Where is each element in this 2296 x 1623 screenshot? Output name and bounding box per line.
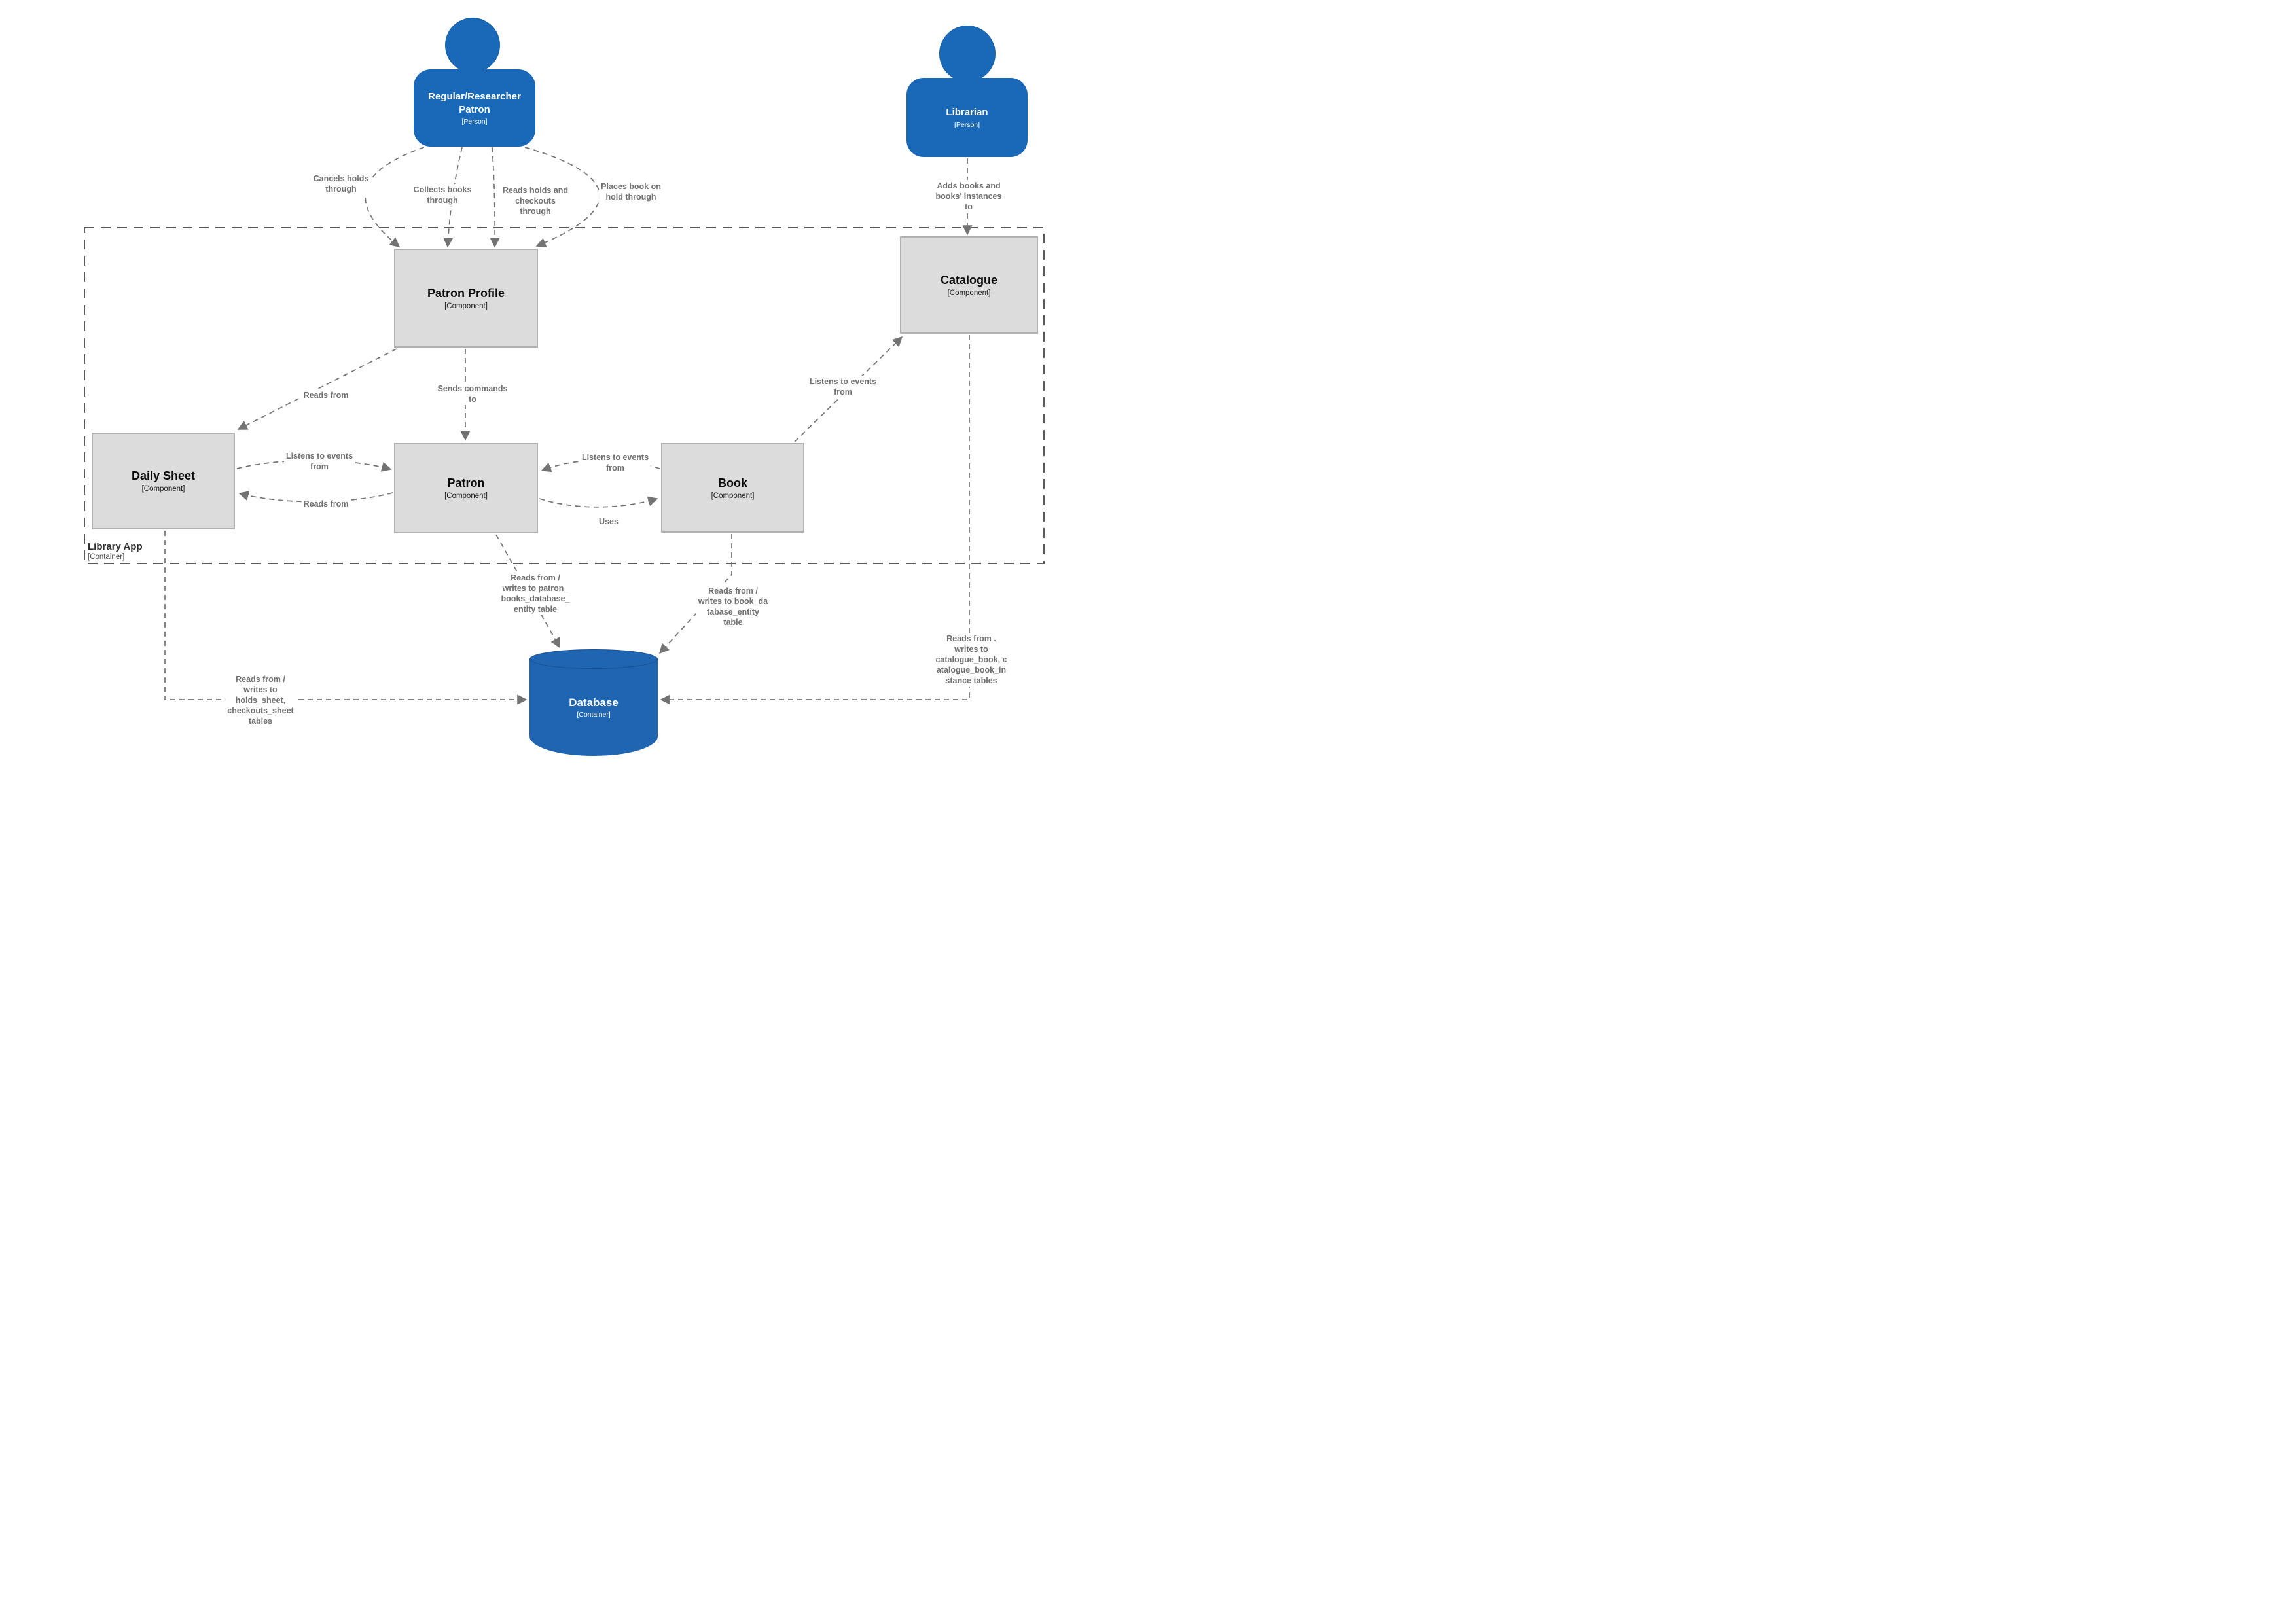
node-meta: [Container] (577, 711, 611, 719)
node-title: Patron Profile (427, 286, 505, 300)
node-meta: [Person] (461, 118, 488, 126)
edge-label-patron-db: Reads from / writes to patron_ books_dat… (499, 572, 572, 615)
node-meta: [Component] (141, 485, 185, 493)
node-meta: [Component] (444, 492, 488, 500)
edge-label-book-db: Reads from / writes to book_da tabase_en… (696, 585, 770, 628)
edge-label-book-listens-catalogue: Listens to events from (807, 376, 879, 398)
node-title: Regular/Researcher Patron (428, 91, 521, 115)
component-patron-profile[interactable]: Patron Profile [Component] (394, 249, 538, 348)
edge-label-sheet-reads: Reads from (301, 498, 351, 510)
edge-label-uses: Uses (597, 516, 620, 527)
edge-label-sheet-listens: Listens to events from (283, 450, 355, 473)
person-head-icon (445, 18, 500, 73)
edge-label-book-listens-patron: Listens to events from (579, 452, 651, 474)
edge-label-catalogue-db: Reads from . writes to catalogue_book, c… (933, 633, 1009, 687)
edge-sheet-db-line (164, 531, 528, 705)
edge-catalogue-db-line (660, 335, 970, 705)
node-meta: [Component] (444, 302, 488, 310)
boundary-title: Library App (88, 541, 143, 552)
boundary-label: Library App [Container] (88, 541, 143, 561)
edge-label-places-hold: Places book on hold through (599, 181, 663, 203)
node-title: Daily Sheet (131, 469, 196, 482)
edge-reads-holds-checkouts-line (490, 147, 500, 248)
edge-label-reads-holds-checkouts: Reads holds and checkouts through (500, 185, 571, 217)
edge-profile-reads-from-line (237, 348, 397, 430)
node-title: Database (569, 696, 619, 709)
edge-label-sends-commands: Sends commands to (435, 383, 510, 405)
edge-label-cancels-holds: Cancels holds through (311, 173, 371, 195)
component-patron[interactable]: Patron [Component] (394, 443, 538, 533)
edge-label-collects-books: Collects books through (411, 184, 474, 206)
person-librarian[interactable]: Librarian [Person] (906, 26, 1028, 157)
diagram-canvas: Regular/Researcher Patron [Person] Libra… (0, 0, 1148, 812)
component-daily-sheet[interactable]: Daily Sheet [Component] (92, 433, 235, 529)
person-regular-researcher-patron[interactable]: Regular/Researcher Patron [Person] (414, 18, 535, 147)
node-title: Patron (447, 476, 485, 490)
edge-label-sheet-db: Reads from / writes to holds_sheet, chec… (225, 673, 296, 727)
node-meta: [Component] (711, 491, 755, 500)
edge-uses-line (539, 496, 658, 508)
component-catalogue[interactable]: Catalogue [Component] (900, 236, 1038, 334)
edge-book-db-line (658, 534, 732, 654)
node-title: Catalogue (940, 273, 997, 287)
component-book[interactable]: Book [Component] (661, 443, 804, 533)
library-app-boundary[interactable] (84, 227, 1045, 564)
node-meta: [Component] (947, 289, 991, 297)
edge-label-profile-reads-from: Reads from (301, 389, 351, 401)
node-title: Book (718, 476, 747, 490)
person-head-icon (939, 26, 996, 82)
node-title: Librarian (946, 107, 988, 118)
container-database[interactable]: Database [Container] (529, 649, 658, 756)
boundary-meta: [Container] (88, 552, 125, 561)
edge-label-adds-books: Adds books and books' instances to (933, 180, 1004, 213)
node-meta: [Person] (954, 120, 980, 129)
